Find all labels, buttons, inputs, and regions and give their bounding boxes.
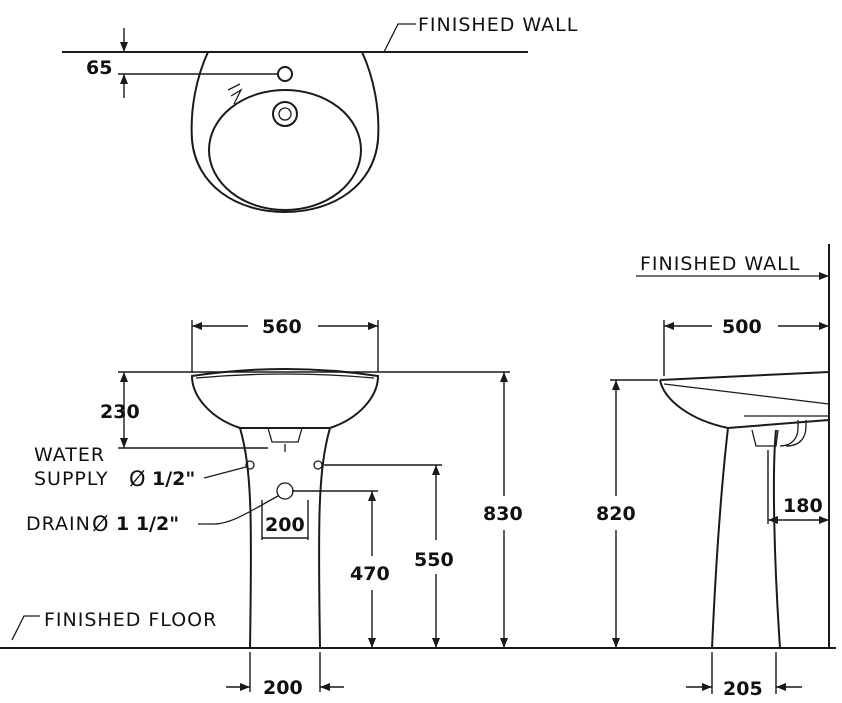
pedestal-top-cutout	[267, 427, 303, 443]
side-pedestal-top	[751, 429, 779, 447]
dim-200-base-label: 200	[263, 677, 303, 699]
dim-500-label: 500	[722, 316, 762, 338]
side-basin	[659, 371, 830, 430]
dim-205-label: 205	[723, 678, 763, 700]
arrow	[500, 372, 508, 382]
water-supply-diameter-icon: Ø	[129, 467, 146, 491]
tap-hole	[277, 66, 293, 82]
top-basin-outline	[190, 51, 380, 214]
dim-230-label: 230	[100, 401, 140, 423]
arrow	[120, 372, 128, 382]
drain-leader	[198, 495, 279, 525]
arrow	[320, 683, 330, 691]
supply-hole-left	[245, 460, 255, 470]
drain-diameter-icon: Ø	[92, 512, 109, 536]
dim-470-label: 470	[350, 563, 390, 585]
front-pedestal	[239, 427, 331, 649]
side-wall-label: FINISHED WALL	[640, 253, 800, 275]
arrow	[819, 272, 829, 280]
top-wall-label: FINISHED WALL	[418, 14, 578, 36]
water-supply-label-1: WATER	[34, 444, 105, 466]
side-trap-pipe	[779, 420, 807, 447]
arrow	[240, 683, 250, 691]
arrow	[819, 322, 829, 330]
arrow	[432, 465, 440, 475]
overflow-slot-icon	[227, 83, 243, 105]
dim-65-label: 65	[86, 57, 112, 79]
dim-820-label: 820	[596, 503, 636, 525]
floor-label: FINISHED FLOOR	[44, 609, 217, 631]
front-basin	[190, 368, 380, 429]
dim-550-label: 550	[414, 549, 454, 571]
front-view: 560 230 WATER SUPPLY Ø 1/2" DRAIN Ø 1 1/…	[26, 316, 523, 699]
front-basin-rim	[195, 373, 375, 379]
arrow	[120, 42, 128, 52]
drain-label: DRAIN	[26, 513, 91, 535]
arrow	[612, 638, 620, 648]
arrow	[500, 638, 508, 648]
dim-180-label: 180	[783, 495, 823, 517]
top-view: 65 FINISHED WALL	[62, 14, 578, 214]
dim-830-label: 830	[483, 503, 523, 525]
arrow	[768, 516, 778, 524]
arrow	[664, 322, 674, 330]
arrow	[368, 638, 376, 648]
dim-200-inner-label: 200	[265, 514, 305, 536]
arrow	[432, 638, 440, 648]
arrow	[192, 322, 202, 330]
top-bowl	[208, 89, 362, 211]
dim-560-label: 560	[262, 316, 302, 338]
arrow	[612, 380, 620, 390]
side-pedestal	[711, 427, 781, 649]
drain-hole-inner	[278, 107, 292, 121]
water-supply-label-2: SUPPLY	[34, 468, 109, 490]
arrow	[368, 491, 376, 501]
water-supply-size: 1/2"	[152, 468, 195, 490]
side-view: FINISHED WALL 500 820 180	[596, 244, 830, 700]
arrow	[120, 74, 128, 84]
drain-hole-outer	[272, 101, 298, 127]
drain-size: 1 1/2"	[116, 513, 179, 535]
side-basin-rim	[663, 383, 830, 405]
floor-leader	[11, 615, 40, 641]
supply-hole-right	[313, 460, 323, 470]
arrow	[776, 683, 786, 691]
arrow	[120, 438, 128, 448]
arrow	[819, 516, 829, 524]
arrow	[368, 322, 378, 330]
water-supply-leader	[203, 466, 247, 479]
drain-circle	[276, 482, 294, 500]
top-wall-leader	[383, 23, 416, 53]
arrow	[702, 683, 712, 691]
